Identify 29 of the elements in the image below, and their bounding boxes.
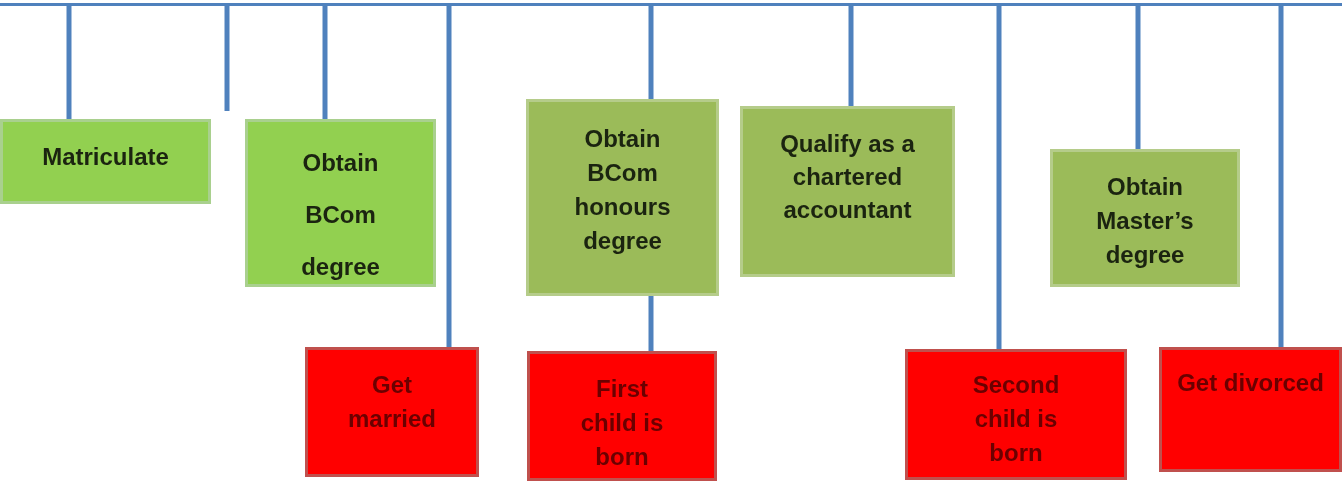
connector-line xyxy=(848,6,854,106)
milestone-label: Matriculate xyxy=(42,142,169,172)
milestone-box xyxy=(740,106,955,277)
connector-line xyxy=(446,6,452,347)
timeline-line xyxy=(0,3,1342,6)
milestone-label: Second child is born xyxy=(971,370,1061,468)
connector-line xyxy=(1135,6,1141,149)
milestone-label: Obtain BCom honours degree xyxy=(573,124,672,256)
life-event-box xyxy=(527,351,717,481)
milestone-label: Qualify as a chartered accountant xyxy=(779,129,916,225)
connector-line xyxy=(66,6,72,119)
connector-line xyxy=(996,6,1002,349)
milestone-label: Obtain Master’s degree xyxy=(1095,172,1195,270)
life-event-box xyxy=(305,347,479,477)
milestone-label: Obtain BCom degree xyxy=(300,148,381,282)
milestone-label: Get divorced xyxy=(1177,368,1324,398)
milestone-box xyxy=(0,119,211,204)
connector-line xyxy=(648,6,654,99)
life-event-box xyxy=(1159,347,1342,472)
milestone-box xyxy=(526,99,719,296)
connector-line xyxy=(648,296,654,351)
milestone-label: Get married xyxy=(346,370,437,434)
milestone-box xyxy=(1050,149,1240,287)
milestone-box xyxy=(245,119,436,287)
connector-line xyxy=(1278,6,1284,347)
milestone-label: First child is born xyxy=(579,374,665,472)
connector-line xyxy=(224,6,230,111)
connector-line xyxy=(322,6,328,119)
life-event-box xyxy=(905,349,1127,480)
